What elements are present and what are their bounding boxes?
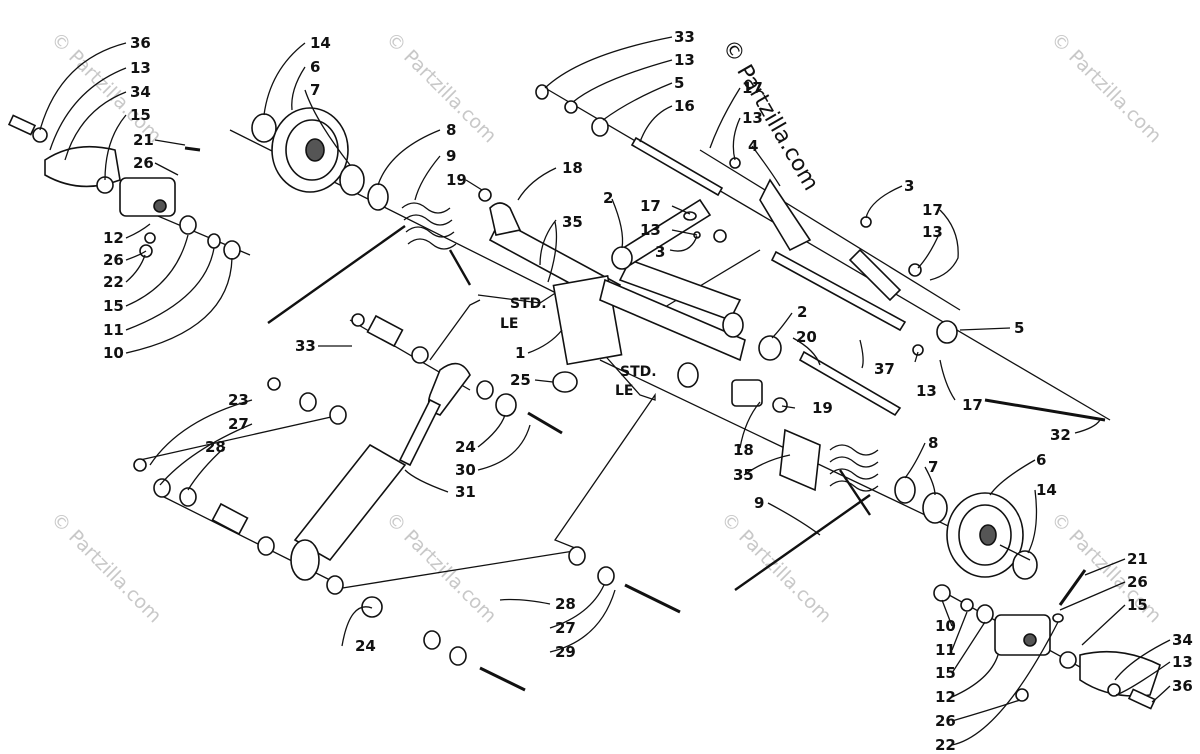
- callout-label: 13: [130, 59, 151, 77]
- callout-label: 28: [205, 438, 226, 456]
- callout-label: 7: [310, 81, 320, 99]
- callout-label: 18: [733, 441, 754, 459]
- callout-label: 30: [455, 461, 476, 479]
- callout-label: 35: [733, 466, 754, 484]
- callout-label: 6: [310, 58, 320, 76]
- callout-label: 17: [922, 201, 943, 219]
- callout-label: 9: [754, 494, 764, 512]
- callout-label: 21: [133, 131, 154, 149]
- leader-lines: [39, 36, 1171, 746]
- callout-label: 15: [935, 664, 956, 682]
- callout-label: 22: [935, 736, 956, 754]
- callout-label: 9: [446, 147, 456, 165]
- rails: [535, 84, 958, 417]
- callout-label: 13: [922, 223, 943, 241]
- callout-label: 27: [228, 415, 249, 433]
- callout-label: 24: [355, 637, 376, 655]
- callout-label: 7: [928, 458, 938, 476]
- callout-label: 28: [555, 595, 576, 613]
- watermark: © Partzilla.com: [381, 508, 500, 627]
- callout-label: 25: [510, 371, 531, 389]
- callout-label: 8: [928, 434, 938, 452]
- std-tag: STD.: [510, 296, 547, 312]
- shock-absorber: [290, 362, 517, 618]
- callout-label: 8: [446, 121, 456, 139]
- right-links: [423, 411, 681, 692]
- callout-label: 24: [455, 438, 476, 456]
- callout-label: 17: [742, 79, 763, 97]
- callout-label: 33: [674, 28, 695, 46]
- callout-label: 10: [935, 617, 956, 635]
- callout-label: 29: [555, 643, 576, 661]
- callout-label: 34: [1172, 631, 1193, 649]
- callout-label: 16: [674, 97, 695, 115]
- callout-label: 17: [962, 396, 983, 414]
- callout-label: 36: [1172, 677, 1193, 695]
- callout-label: 5: [674, 74, 684, 92]
- variant-tags: STD. LE STD. LE: [500, 296, 657, 399]
- callout-label: 12: [935, 688, 956, 706]
- callout-label: 13: [742, 109, 763, 127]
- le-tag: LE: [500, 316, 518, 332]
- callout-label: 35: [562, 213, 583, 231]
- watermark: © Partzilla.com: [716, 508, 835, 627]
- callout-label: 27: [555, 619, 576, 637]
- callout-label: 37: [874, 360, 895, 378]
- callout-label: 26: [103, 251, 124, 269]
- callout-label: 3: [655, 243, 665, 261]
- callout-label: 34: [130, 83, 151, 101]
- callout-label: 10: [103, 344, 124, 362]
- callout-label: 15: [1127, 596, 1148, 614]
- watermark: © Partzilla.com: [46, 508, 165, 627]
- callout-label: 3: [904, 177, 914, 195]
- callout-label: 18: [562, 159, 583, 177]
- callout-label: 19: [446, 171, 467, 189]
- callout-label: 21: [1127, 550, 1148, 568]
- callout-labels: 36 13 34 15 21 26 12 26 22 15 11 10 14 6…: [103, 28, 1193, 754]
- left-axle-bracket: [7, 114, 241, 260]
- callout-label: 14: [310, 34, 331, 52]
- callout-label: 26: [935, 712, 956, 730]
- callout-label: 2: [797, 303, 807, 321]
- callout-label: 23: [228, 391, 249, 409]
- callout-label: 13: [640, 221, 661, 239]
- callout-label: 26: [133, 154, 154, 172]
- std-tag: STD.: [620, 364, 657, 380]
- le-tag: LE: [615, 383, 633, 399]
- callout-label: 12: [103, 229, 124, 247]
- callout-label: 14: [1036, 481, 1057, 499]
- callout-label: 15: [130, 106, 151, 124]
- callout-label: 36: [130, 34, 151, 52]
- callout-label: 31: [455, 483, 476, 501]
- callout-label: 11: [103, 321, 124, 339]
- left-idler-wheel: [251, 107, 472, 324]
- left-links: [133, 313, 429, 556]
- callout-label: 13: [674, 51, 695, 69]
- callout-label: 13: [916, 382, 937, 400]
- right-axle-bracket: [933, 398, 1161, 710]
- callout-label: 33: [295, 337, 316, 355]
- callout-label: 22: [103, 273, 124, 291]
- callout-label: 4: [748, 137, 758, 155]
- callout-label: 5: [1014, 319, 1024, 337]
- callout-label: 13: [1172, 653, 1193, 671]
- callout-label: 32: [1050, 426, 1071, 444]
- watermark: © Partzilla.com: [1046, 28, 1165, 147]
- watermark: © Partzilla.com: [381, 28, 500, 147]
- callout-label: 19: [812, 399, 833, 417]
- callout-label: 1: [515, 344, 525, 362]
- callout-label: 20: [796, 328, 817, 346]
- callout-label: 11: [935, 641, 956, 659]
- callout-label: 6: [1036, 451, 1046, 469]
- callout-label: 2: [603, 189, 613, 207]
- callout-label: 26: [1127, 573, 1148, 591]
- callout-label: 17: [640, 197, 661, 215]
- right-idler-wheel: [731, 379, 1038, 591]
- callout-label: 15: [103, 297, 124, 315]
